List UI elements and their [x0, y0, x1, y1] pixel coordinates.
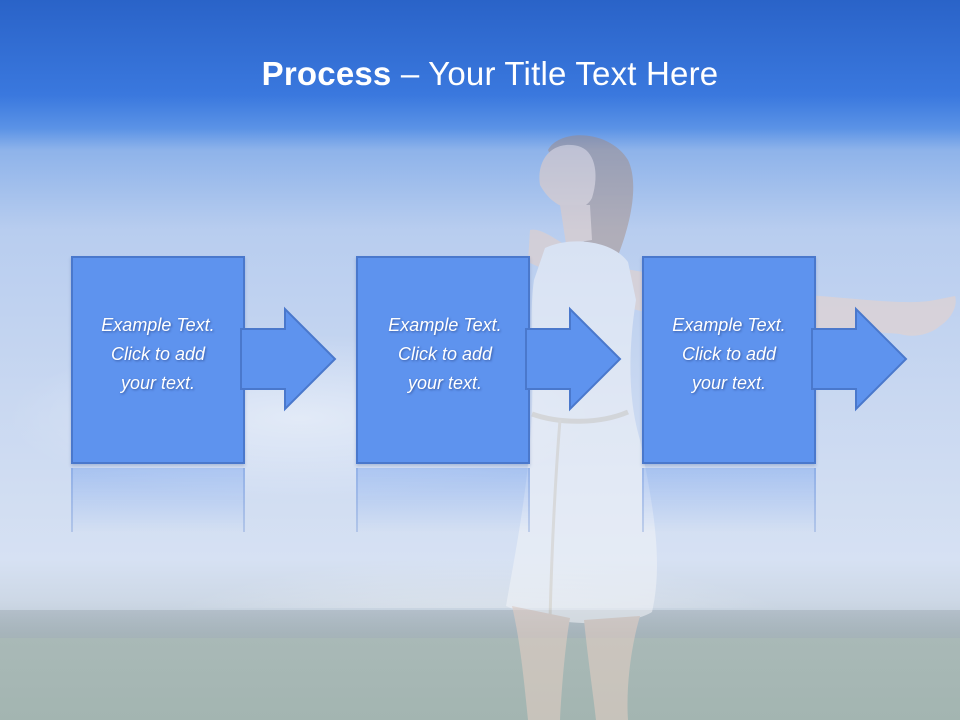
box-reflection: [642, 468, 816, 532]
treeline: [0, 610, 960, 640]
text-line: Example Text.: [672, 315, 786, 335]
arrow-right-icon: [525, 306, 622, 412]
box-reflection: [356, 468, 530, 532]
text-line: Click to add: [681, 344, 777, 364]
text-line: Example Text.: [388, 315, 502, 335]
text-line: your text.: [407, 373, 483, 393]
slide-title[interactable]: Process – Your Title Text Here: [0, 52, 960, 96]
text-line: your text.: [691, 373, 767, 393]
title-rest-part: – Your Title Text Here: [391, 55, 719, 92]
arrow-right-icon: [811, 306, 908, 412]
box-reflection: [71, 468, 245, 532]
text-line: your text.: [120, 373, 196, 393]
text-line: Example Text.: [101, 315, 215, 335]
process-text-2[interactable]: Example Text. Click to add your text.: [358, 311, 532, 398]
title-bold-part: Process: [261, 55, 392, 92]
text-line: Click to add: [397, 344, 493, 364]
process-box-2[interactable]: [356, 256, 530, 464]
process-text-3[interactable]: Example Text. Click to add your text.: [642, 311, 816, 398]
process-text-1[interactable]: Example Text. Click to add your text.: [71, 311, 245, 398]
grass-field: [0, 638, 960, 720]
arrow-right-icon: [240, 306, 337, 412]
text-line: Click to add: [110, 344, 206, 364]
